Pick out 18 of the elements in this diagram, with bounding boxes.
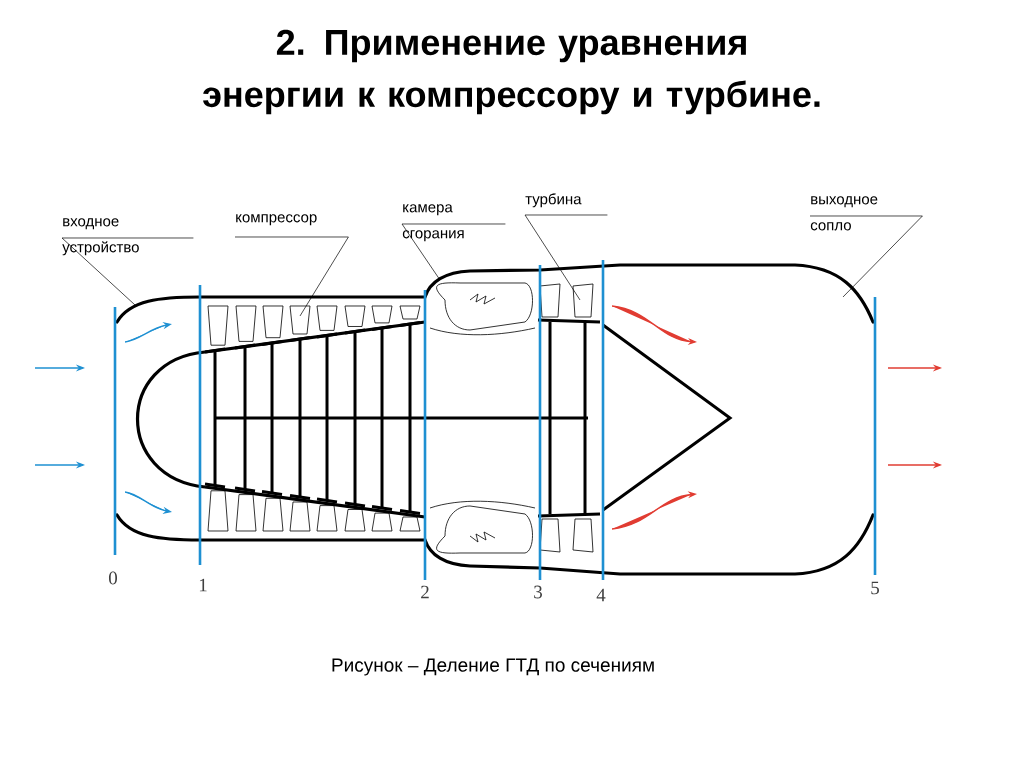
callout-label: компрессор xyxy=(236,214,317,226)
caption: Рисунок – Деление ГТД по сечениям xyxy=(332,658,654,676)
callout-label: камера сгорания xyxy=(402,204,464,242)
title: 2. Применение уравнения энергии к компрессору и турбине. xyxy=(203,29,820,115)
leader-line xyxy=(234,236,349,317)
section-number: 2 xyxy=(421,585,429,599)
leader-line xyxy=(401,223,506,281)
section-number: 1 xyxy=(199,578,207,592)
section-number: 5 xyxy=(871,581,879,595)
leader-line xyxy=(61,237,194,306)
leader-line xyxy=(524,214,608,301)
callout-label: турбина xyxy=(525,193,582,208)
leader-line xyxy=(809,215,923,298)
section-number: 3 xyxy=(534,585,542,599)
callout-label: входное устройство xyxy=(62,218,139,256)
callout-label: выходное сопло xyxy=(810,196,878,231)
section-number: 4 xyxy=(596,588,606,602)
section-number: 0 xyxy=(109,571,118,585)
